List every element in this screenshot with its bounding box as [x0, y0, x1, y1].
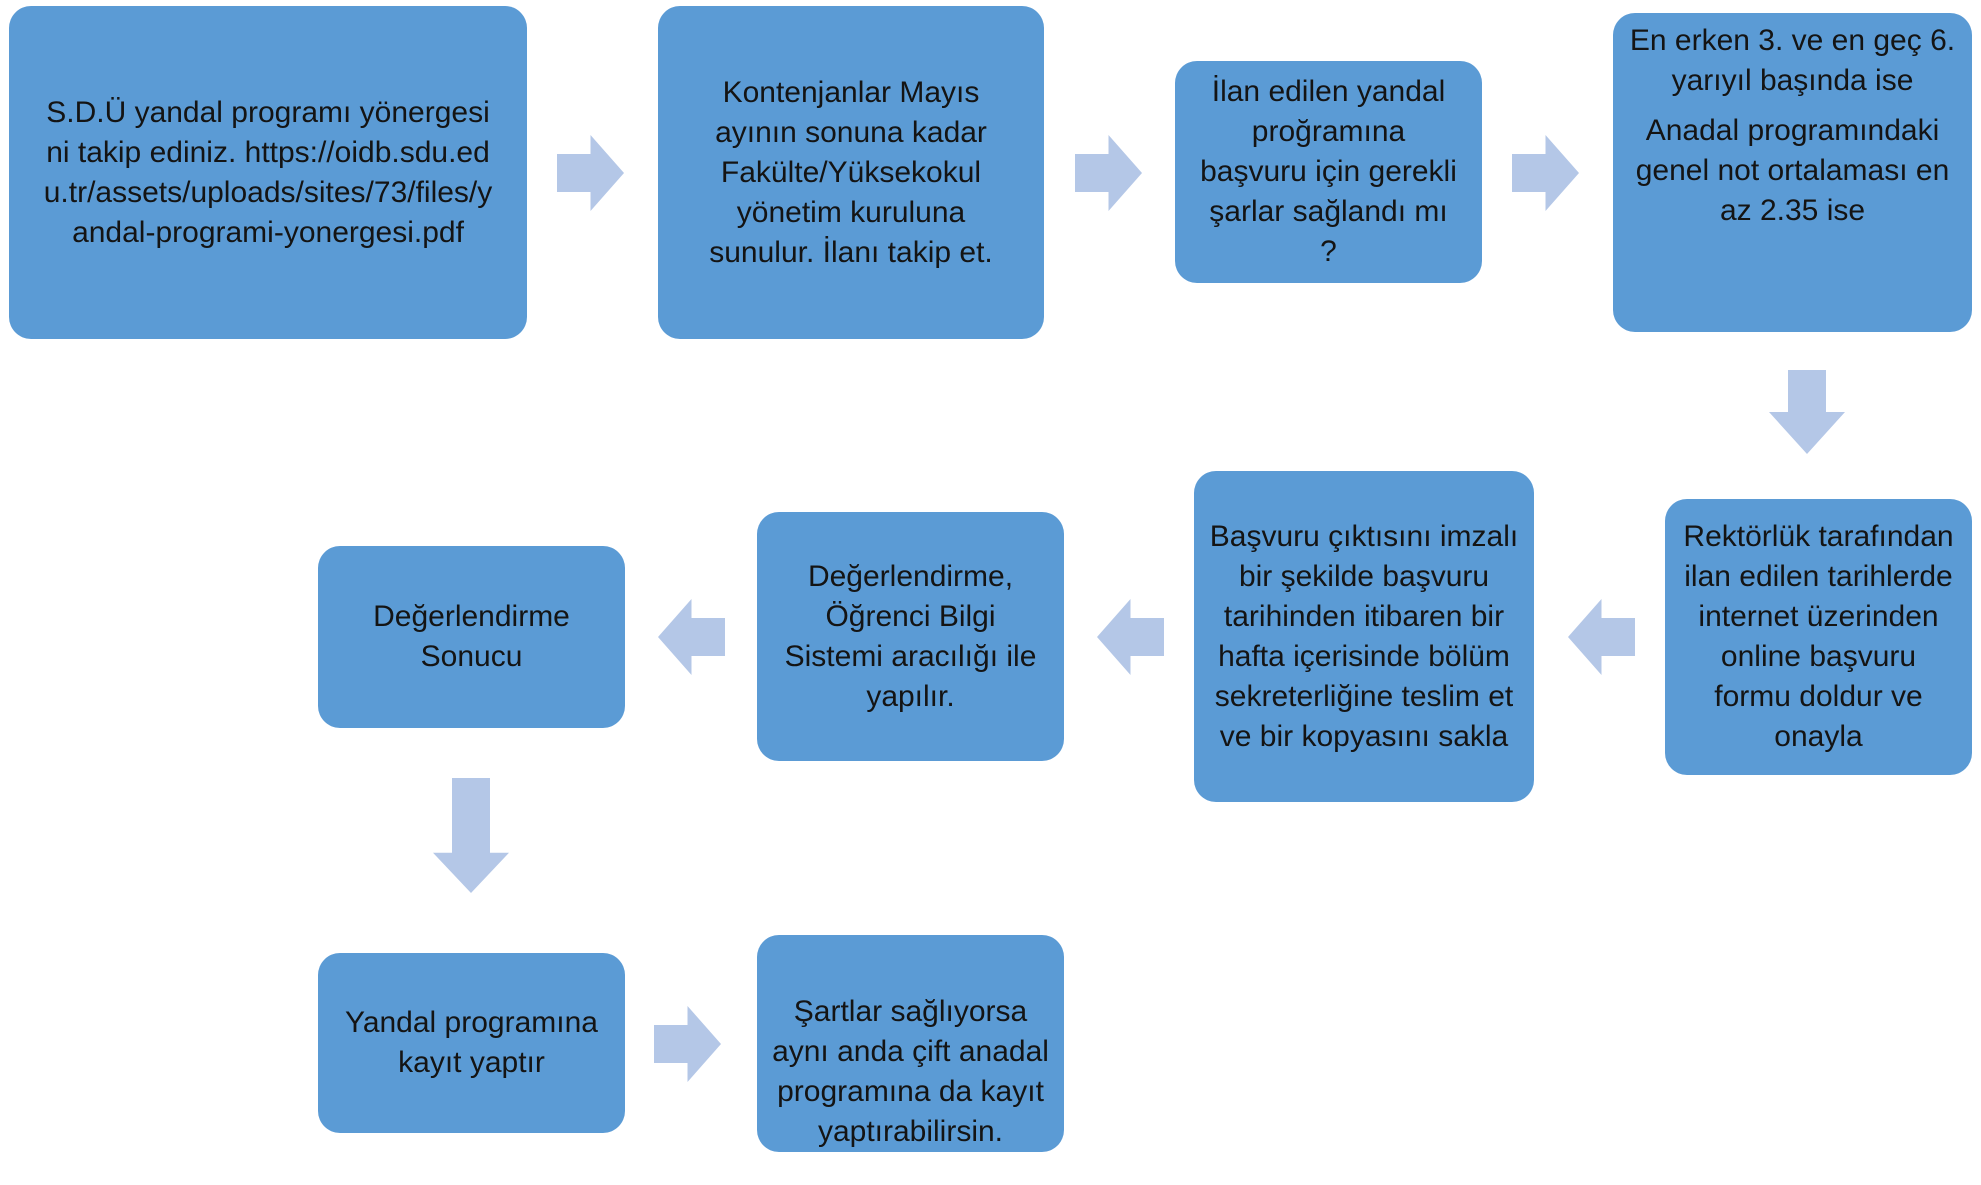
- condition-gpa: Anadal programındaki genel not ortalamas…: [1635, 114, 1950, 227]
- arrow-left-icon: [658, 599, 725, 675]
- step-10-double-major: Şartlar sağlıyorsa aynı anda çift anadal…: [757, 935, 1064, 1152]
- step-9-register: Yandal programına kayıt yaptır: [318, 953, 625, 1133]
- step-text: Şartlar sağlıyorsa aynı anda çift anadal…: [772, 995, 1049, 1148]
- step-text: Değerlendirme Sonucu: [373, 600, 570, 673]
- step-text: Rektörlük tarafından ilan edilen tarihle…: [1683, 520, 1954, 753]
- arrow-left-icon: [1097, 599, 1164, 675]
- step-text: Değerlendirme, Öğrenci Bilgi Sistemi ara…: [784, 559, 1037, 713]
- condition-semester: En erken 3. ve en geç 6. yarıyıl başında…: [1629, 24, 1956, 97]
- step-text: İlan edilen yandal proğramına başvuru iç…: [1200, 75, 1457, 268]
- step-4-conditions: En erken 3. ve en geç 6. yarıyıl başında…: [1613, 13, 1972, 332]
- arrow-right-icon: [1512, 135, 1579, 211]
- step-2-quotas: Kontenjanlar Mayıs ayının sonuna kadar F…: [658, 6, 1044, 339]
- step-8-evaluation-result: Değerlendirme Sonucu: [318, 546, 625, 728]
- step-text: S.D.Ü yandal programı yönergesini takip …: [43, 95, 493, 249]
- arrow-down-icon: [1769, 370, 1845, 454]
- arrow-left-icon: [1568, 599, 1635, 675]
- step-text: Yandal programına kayıt yaptır: [345, 1006, 598, 1079]
- arrow-right-icon: [1075, 135, 1142, 211]
- step-7-evaluation: Değerlendirme, Öğrenci Bilgi Sistemi ara…: [757, 512, 1064, 761]
- arrow-right-icon: [654, 1006, 721, 1082]
- step-6-submit-printout: Başvuru çıktısını imzalı bir şekilde baş…: [1194, 471, 1534, 802]
- step-text: Kontenjanlar Mayıs ayının sonuna kadar F…: [709, 75, 993, 269]
- step-text: Başvuru çıktısını imzalı bir şekilde baş…: [1209, 519, 1519, 753]
- step-5-online-application: Rektörlük tarafından ilan edilen tarihle…: [1665, 499, 1972, 775]
- step-1-follow-directive: S.D.Ü yandal programı yönergesini takip …: [9, 6, 527, 339]
- arrow-right-icon: [557, 135, 624, 211]
- step-3-requirements-check: İlan edilen yandal proğramına başvuru iç…: [1175, 61, 1482, 283]
- arrow-down-icon: [433, 778, 509, 893]
